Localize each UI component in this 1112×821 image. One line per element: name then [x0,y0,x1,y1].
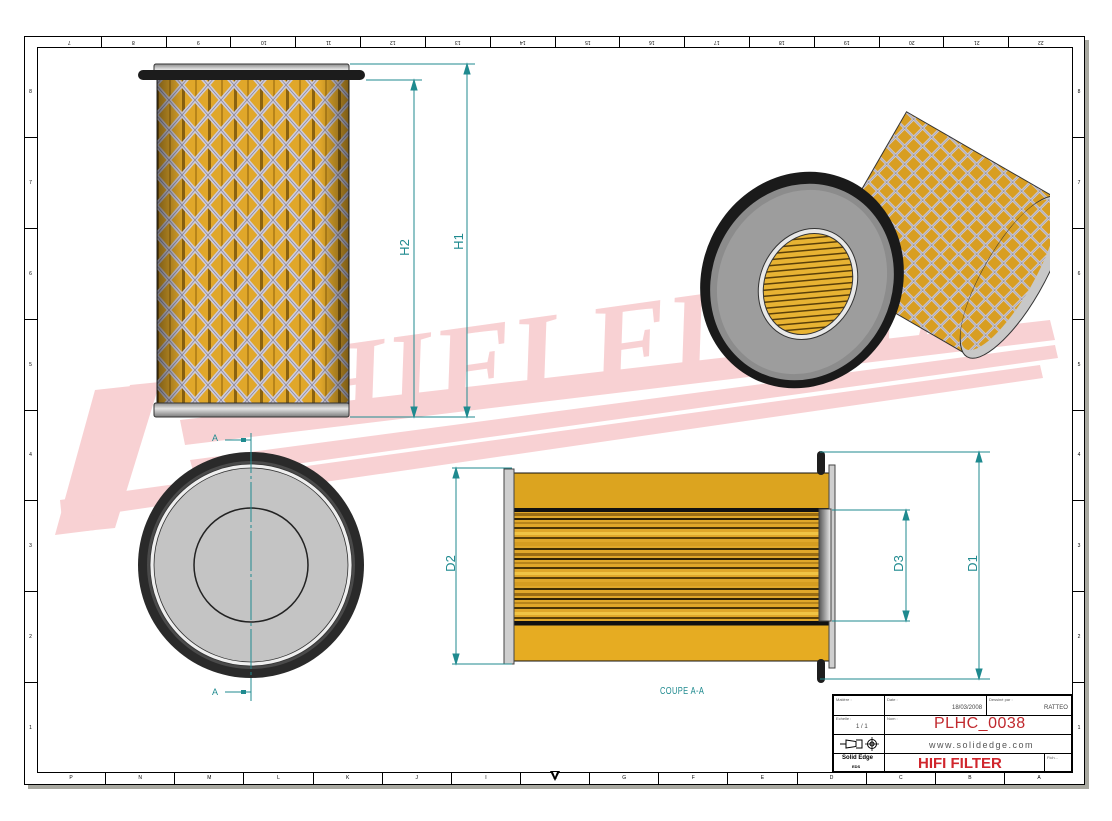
file-label: Fich... [1047,755,1058,760]
zone-cell: 16 [619,36,684,47]
zone-cell: M [174,773,243,784]
zone-cell: 1 [1073,682,1085,773]
dim-d3-label: D3 [890,555,906,572]
zone-cell: 7 [24,136,37,228]
zone-cell: G [589,773,658,784]
zone-cell: I [450,773,520,784]
zone-cell: 13 [424,36,490,47]
title-block-row-1: Matière : Date : 18/03/2008 Dessiné par … [834,696,1071,716]
zone-cell: J [381,773,451,784]
zone-cell: 2 [1073,591,1085,682]
zone-cell: 20 [878,36,944,47]
zone-cell: 11 [295,36,360,47]
drawn-by-label: Dessiné par : [989,697,1013,702]
name-label: Nom : [887,716,898,721]
dim-d1-label: D1 [964,555,980,572]
zone-cell: B [934,773,1004,784]
zone-cell: 3 [24,500,37,591]
zone-cell: 6 [24,227,37,319]
zone-cell: P [69,775,73,781]
zone-cell: E [727,773,796,784]
zone-cell: 4 [24,409,37,501]
zone-cell: D [796,773,866,784]
zone-cell: 15 [554,36,620,47]
zone-cell: 18 [748,36,814,47]
scale-value: 1 / 1 [856,724,868,730]
zone-cell: 6 [1073,227,1085,319]
zone-cell: A [1003,773,1073,784]
zone-cell: 14 [489,36,555,47]
zone-cell: 4 [1073,409,1085,501]
title-block-row-3 [834,734,1071,754]
website-text: www.solidedge.com [929,740,1035,750]
zone-cell: 7 [67,39,71,45]
zone-cell: 10 [230,36,295,47]
title-block: Matière : Date : 18/03/2008 Dessiné par … [832,694,1073,773]
software-name: Solid Edge [842,755,874,761]
zone-cell: 7 [1073,136,1085,228]
zone-cell: 5 [1073,318,1085,410]
zone-cell: 3 [1073,500,1085,591]
zone-row-top: 7 8 9 10 11 12 13 14 15 16 17 18 19 20 2… [37,36,1073,47]
centering-mark-icon [550,771,560,781]
zone-cell: 22 [1008,36,1073,47]
section-title: COUPE A-A [660,686,705,697]
zone-cell: N [105,773,174,784]
section-cut-label-top: A [212,433,219,443]
zone-cell: L [243,773,312,784]
date-value: 18/03/2008 [952,705,983,711]
zone-col-left: 8 7 6 5 4 3 2 1 [24,47,37,773]
zone-cell: F [658,773,727,784]
material-label: Matière : [836,697,852,702]
date-label: Date : [887,697,898,702]
zone-cell: 21 [943,36,1008,47]
section-view [452,450,990,683]
title-block-row-2: Echelle : 1 / 1 Nom : [834,715,1071,735]
top-view [138,433,364,701]
zone-cell: 8 [1077,88,1081,95]
dim-h1-label: H1 [450,233,466,250]
zone-cell: 12 [360,36,425,47]
zone-cell: 2 [24,591,37,682]
part-code: PLHC_0038 [934,715,1026,732]
zone-cell: C [865,773,935,784]
front-view [138,62,475,419]
software-sub: EDS [852,764,861,769]
projection-symbol-icon [840,737,879,751]
scale-label: Echelle : [836,716,852,721]
drawn-by-value: RATTEO [1044,705,1068,711]
zone-cell: 5 [24,318,37,410]
zone-cell: K [312,773,382,784]
zone-cell: 1 [24,682,37,773]
isometric-view [700,111,1050,389]
zone-cell: 8 [29,88,32,95]
dim-h2-label: H2 [396,239,412,256]
zone-col-right: 8 7 6 5 4 3 2 1 [1073,47,1085,773]
brand-name: HIFI FILTER [918,755,1002,772]
dim-d2-label: D2 [442,555,458,572]
zone-cell: 9 [165,36,231,47]
section-cut-label-bottom: A [212,687,219,697]
zone-cell: 8 [100,36,166,47]
zone-cell: 19 [813,36,879,47]
zone-cell: 17 [684,36,749,47]
